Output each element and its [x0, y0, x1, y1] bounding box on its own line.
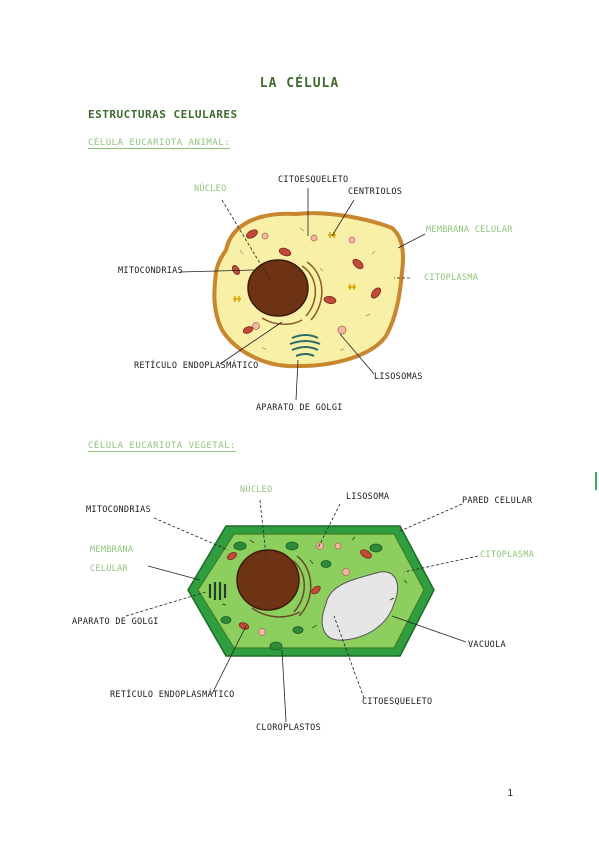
animal-nucleus	[247, 259, 309, 317]
animal-label-membrana: MEMBRANA CELULAR	[426, 225, 513, 235]
plant-mitochondria	[227, 549, 372, 630]
plant-golgi	[208, 582, 227, 600]
plant-leader-lines	[125, 499, 479, 723]
plant-chloroplasts	[220, 541, 383, 651]
plant-label-nucleo: NÚCLEO	[240, 485, 273, 495]
animal-label-citoplasma: CITOPLASMA	[424, 273, 479, 283]
plant-label-pared: PARED CELULAR	[462, 496, 533, 506]
animal-label-centriolos: CENTRIOLOS	[348, 187, 403, 197]
animal-label-lisosomas: LISOSOMAS	[374, 372, 423, 382]
plant-cell-heading: CÉLULA EUCARIOTA VEGETAL:	[88, 441, 236, 452]
section-heading: ESTRUCTURAS CELULARES	[88, 108, 238, 121]
animal-leader-lines	[179, 188, 426, 401]
animal-label-mitocondrias: MITOCONDRIAS	[118, 266, 184, 276]
plant-label-cloroplastos: CLOROPLASTOS	[256, 723, 322, 733]
plant-label-citoesqueleto: CITOESQUELETO	[362, 697, 433, 707]
animal-lysosomes	[252, 232, 356, 335]
animal-golgi	[289, 334, 321, 357]
plant-label-vacuola: VACUOLA	[468, 640, 506, 650]
page-number: 1	[507, 788, 513, 799]
plant-label-lisosoma: LISOSOMA	[346, 492, 390, 502]
plant-label-golgi: APARATO DE GOLGI	[72, 617, 159, 627]
plant-vacuole	[321, 571, 398, 641]
animal-label-reticulo: RETÍCULO ENDOPLASMÁTICO	[134, 361, 259, 371]
plant-lysosomes	[258, 542, 350, 636]
plant-label-mitocondrias: MITOCONDRIAS	[86, 505, 152, 515]
plant-label-citoplasma: CITOPLASMA	[480, 550, 535, 560]
page-title: LA CÉLULA	[259, 76, 340, 91]
animal-centrioles	[233, 232, 356, 302]
plant-label-membrana-1: MEMBRANA	[90, 545, 134, 555]
animal-cell-heading: CÉLULA EUCARIOTA ANIMAL:	[88, 138, 231, 149]
animal-cytoskeleton	[239, 227, 376, 351]
plant-label-reticulo: RETÍCULO ENDOPLASMÁTICO	[110, 690, 235, 700]
plant-cytoskeleton	[221, 536, 408, 629]
animal-label-golgi: APARATO DE GOLGI	[256, 403, 343, 413]
animal-label-nucleo: NÚCLEO	[194, 184, 227, 194]
edge-marker	[595, 472, 597, 490]
animal-mitochondria	[231, 229, 382, 334]
animal-label-citoesqueleto: CITOESQUELETO	[278, 175, 349, 185]
plant-nucleus	[236, 549, 300, 611]
plant-label-membrana-2: CELULAR	[90, 564, 128, 574]
